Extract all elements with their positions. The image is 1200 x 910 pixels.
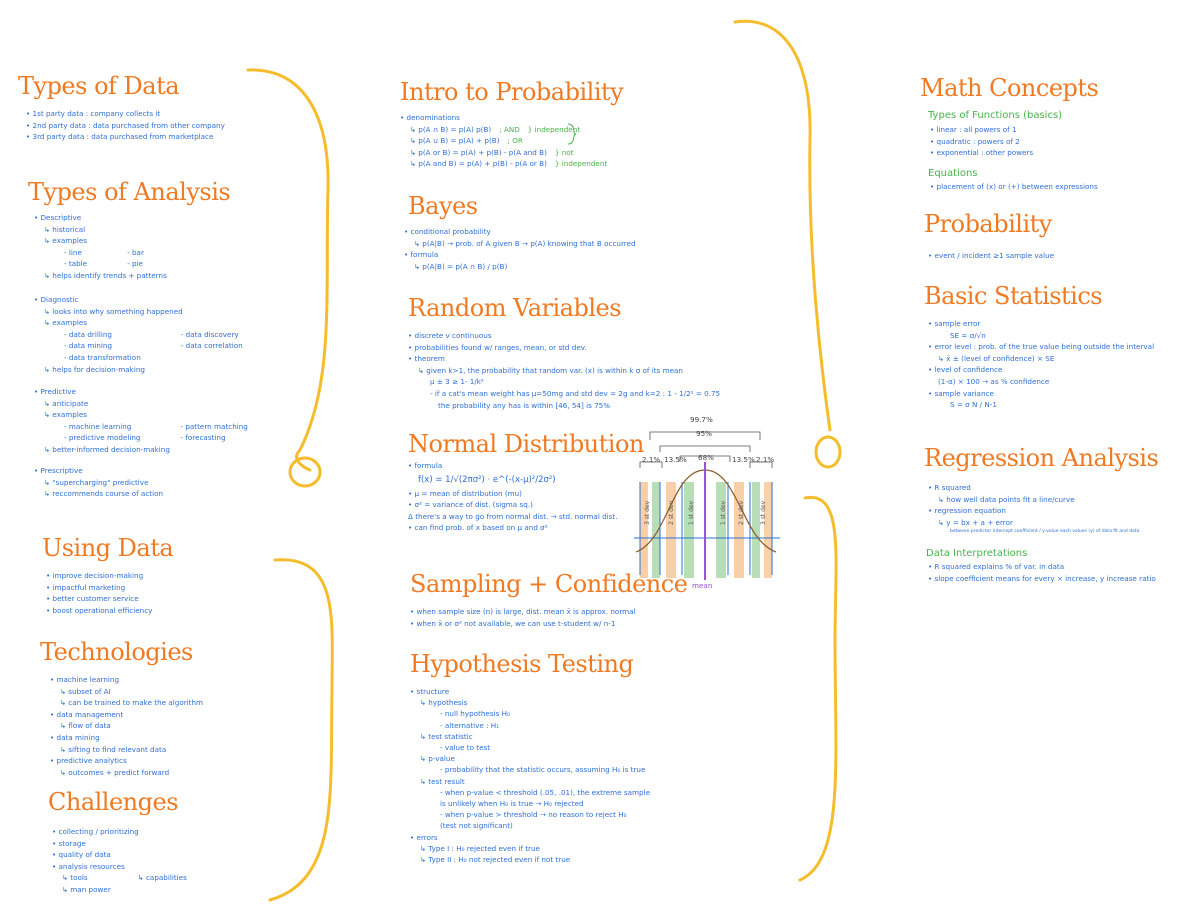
bell-label-95: 95% <box>696 429 712 438</box>
sampling-block: • when sample size (n) is large, dist. m… <box>410 607 636 628</box>
bell-bar-label: 3 st dev <box>760 500 767 525</box>
math-concepts-title: Math Concepts <box>920 74 1099 102</box>
bell-bar-label: 2 st dev <box>668 500 675 525</box>
data-interpretations-list: • R squared explains % of var. in data •… <box>928 562 1156 583</box>
predictive-block: • Predictive ↳ anticipate ↳ examples - m… <box>34 387 248 454</box>
diagnostic-block: • Diagnostic ↳ looks into why something … <box>34 295 243 374</box>
types-of-data-list: • 1st party data : company collects it •… <box>26 109 225 142</box>
right-lower-brace <box>798 495 838 882</box>
bell-bars <box>640 482 772 578</box>
bell-label-68: 68% <box>698 453 714 462</box>
using-data-list: • improve decision-making • impactful ma… <box>46 571 153 615</box>
bell-segment-5: 13.5% <box>732 455 755 464</box>
bell-bar-label: 2 st dev <box>738 500 745 525</box>
bayes-title: Bayes <box>408 192 478 220</box>
normal-distribution-title: Normal Distribution <box>408 430 644 458</box>
bell-segment-6: 2.1% <box>756 455 775 464</box>
technologies-title: Technologies <box>40 638 193 666</box>
equations-list: • placement of (x) or (+) between expres… <box>930 182 1098 191</box>
probability-title: Probability <box>924 210 1052 238</box>
descriptive-block: • Descriptive ↳ historical ↳ examples - … <box>34 213 167 280</box>
prescriptive-block: • Prescriptive ↳ "supercharging" predict… <box>34 466 164 499</box>
sampling-title: Sampling + Confidence <box>410 570 688 598</box>
bayes-block: • conditional probability ↳ p(A|B) → pro… <box>404 227 636 271</box>
challenges-list: • collecting / prioritizing • storage • … <box>52 827 187 894</box>
challenges-title: Challenges <box>48 788 179 816</box>
right-upper-brace <box>733 19 832 432</box>
using-data-title: Using Data <box>42 534 174 562</box>
bell-mean-label: mean <box>692 581 713 590</box>
types-of-data-title: Types of Data <box>18 72 180 100</box>
left-upper-brace <box>246 68 330 472</box>
normal-distribution-block: • formula f(x) = 1/√(2πσ²) · e^(-(x-μ)²/… <box>408 461 618 533</box>
regression-title: Regression Analysis <box>924 444 1159 472</box>
hypothesis-title: Hypothesis Testing <box>410 650 634 678</box>
probability-list: • event / incident ≥1 sample value <box>928 251 1055 260</box>
bell-bar-label: 1 st dev <box>720 500 727 525</box>
regression-block: • R squared ↳ how well data points fit a… <box>928 483 1140 535</box>
left-brace-loop <box>288 456 322 488</box>
random-variables-title: Random Variables <box>408 294 622 322</box>
bell-label-99: 99.7% <box>690 415 713 424</box>
technologies-list: • machine learning ↳ subset of AI ↳ can … <box>50 675 204 777</box>
functions-list: • linear : all powers of 1 • quadratic :… <box>930 125 1034 158</box>
types-of-analysis-title: Types of Analysis <box>28 178 231 206</box>
basic-statistics-title: Basic Statistics <box>924 282 1103 310</box>
hypothesis-block: • structure ↳ hypothesis - null hypothes… <box>410 687 651 865</box>
left-lower-brace <box>268 558 334 902</box>
bell-segment-2: 13.5% <box>664 455 687 464</box>
bell-bar-label: 1 st dev <box>688 500 695 525</box>
intro-probability-block: • denominations ↳ p(A ∩ B) = p(A) p(B); … <box>400 113 608 169</box>
intro-probability-title: Intro to Probability <box>400 78 624 106</box>
basic-statistics-block: • sample error SE = σ/√n • error level :… <box>928 319 1155 410</box>
random-variables-block: • discrete v continuous • probabilities … <box>408 331 721 410</box>
equations-heading: Equations <box>928 168 978 179</box>
bell-curve-diagram <box>634 431 780 580</box>
types-of-functions-heading: Types of Functions (basics) <box>928 110 1063 121</box>
green-brace <box>567 123 577 145</box>
bell-segment-1: 2.1% <box>642 455 661 464</box>
bell-bar-label: 3 st dev <box>644 500 651 525</box>
data-interpretations-heading: Data Interpretations <box>926 548 1028 559</box>
right-brace-loop <box>814 435 842 469</box>
